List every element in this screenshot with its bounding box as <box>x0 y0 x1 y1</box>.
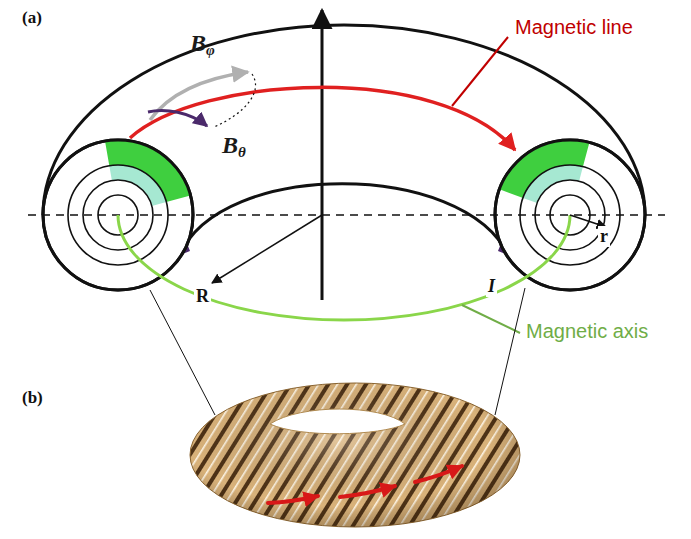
subscript: θ <box>238 144 246 160</box>
field-symbol: Bθ <box>222 132 246 160</box>
subscript: φ <box>206 42 215 58</box>
callout-label: Magnetic axis <box>526 320 648 343</box>
radius-symbol: r <box>598 226 610 247</box>
panel-tag: (a) <box>22 8 42 28</box>
current-symbol: I <box>486 276 497 297</box>
panel-tag: (b) <box>22 388 43 408</box>
callout-label: Magnetic line <box>515 16 633 39</box>
radius-symbol: R <box>194 286 211 307</box>
field-symbol: Bφ <box>190 30 215 58</box>
